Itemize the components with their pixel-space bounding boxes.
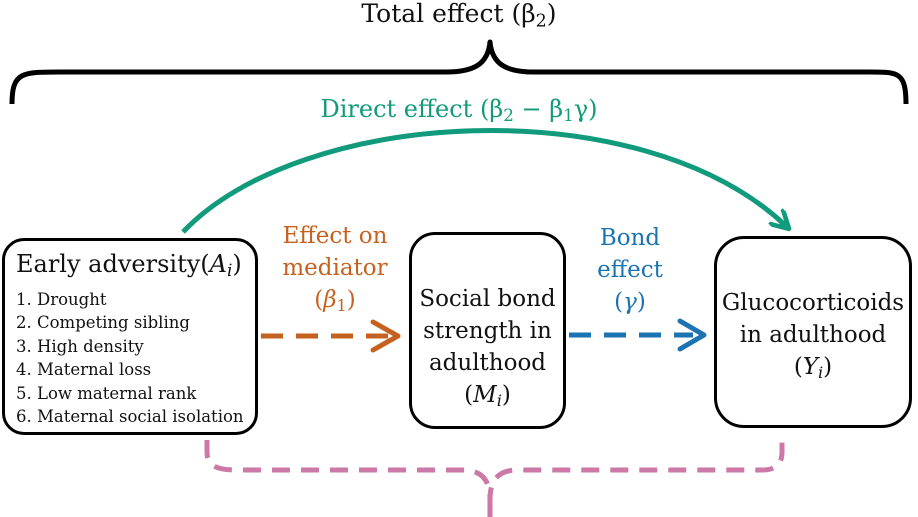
direct-effect-text: Direct effect (β: [320, 95, 504, 123]
mediator-effect-subscript: 1: [336, 296, 347, 316]
glucocorticoids-box: Glucocorticoids in adulthood (Yi): [714, 236, 912, 428]
mediator-effect-arrowhead: [370, 319, 401, 353]
bond-effect-arrowhead: [677, 318, 707, 352]
glucocorticoids-line1: Glucocorticoids: [721, 290, 905, 316]
direct-effect-tail: γ): [573, 95, 598, 123]
social-bond-line3: adulthood: [428, 350, 547, 376]
early-adversity-box: Early adversity(Ai) 1. Drought 2. Compet…: [2, 238, 258, 435]
social-bond-line2: strength in: [423, 318, 552, 344]
total-effect-brace: [9, 39, 909, 105]
mediator-effect-label: Effect on mediator (β1): [260, 220, 410, 322]
bond-effect-label: Bond effect (γ): [568, 222, 692, 318]
direct-effect-label: Direct effect (β2 − β1γ): [0, 95, 918, 125]
bond-effect-line1: Bond: [599, 225, 661, 251]
bond-effect-symbol-line: (γ): [614, 289, 646, 315]
adversity-item: 5. Low maternal rank: [16, 383, 197, 403]
adversity-list: 1. Drought 2. Competing sibling 3. High …: [16, 288, 244, 428]
social-bond-box: Social bond strength in adulthood (Mi): [409, 232, 566, 429]
glucocorticoids-symbol-line: (Yi): [793, 354, 833, 383]
glucocorticoids-symbol: Y: [802, 354, 819, 380]
glucocorticoids-line2: in adulthood: [739, 322, 887, 348]
glucocorticoids-subscript: i: [818, 363, 824, 383]
social-bond-line1: Social bond: [419, 286, 556, 312]
adversity-item: 6. Maternal social isolation: [16, 407, 244, 427]
social-bond-text: Social bond strength in adulthood (Mi): [412, 283, 563, 417]
total-effect-label: Total effect (β2): [0, 0, 918, 31]
glucocorticoids-text: Glucocorticoids in adulthood (Yi): [717, 287, 909, 389]
early-adversity-text: Early adversity: [16, 250, 201, 278]
social-bond-symbol-line: (Mi): [464, 382, 511, 411]
direct-effect-sub1: 2: [503, 105, 514, 126]
bond-effect-line2: effect: [597, 257, 663, 283]
direct-effect-arrow: [181, 128, 786, 234]
adversity-item: 1. Drought: [16, 290, 107, 309]
direct-effect-mid: − β: [513, 95, 564, 123]
early-adversity-title: Early adversity(Ai): [16, 250, 242, 281]
adversity-item: 4. Maternal loss: [16, 360, 152, 380]
mediator-effect-symbol: β: [323, 287, 337, 313]
mediator-effect-symbol-line: (β1): [314, 287, 356, 316]
total-effect-text: Total effect (β: [361, 0, 536, 28]
total-effect-close: ): [546, 0, 557, 28]
adversity-item: 3. High density: [16, 336, 144, 356]
early-adversity-symbol: A: [209, 250, 227, 278]
direct-effect-sub2: 1: [563, 105, 574, 126]
indirect-effect-brace: [204, 440, 785, 517]
mediator-effect-line1: Effect on: [282, 223, 388, 249]
early-adversity-subscript: i: [226, 260, 233, 281]
social-bond-symbol: M: [473, 382, 497, 408]
total-effect-subscript: 2: [535, 11, 547, 32]
bond-effect-symbol: γ: [623, 289, 637, 315]
adversity-item: 2. Competing sibling: [16, 313, 190, 333]
mediator-effect-line2: mediator: [282, 255, 388, 281]
social-bond-subscript: i: [496, 391, 502, 411]
